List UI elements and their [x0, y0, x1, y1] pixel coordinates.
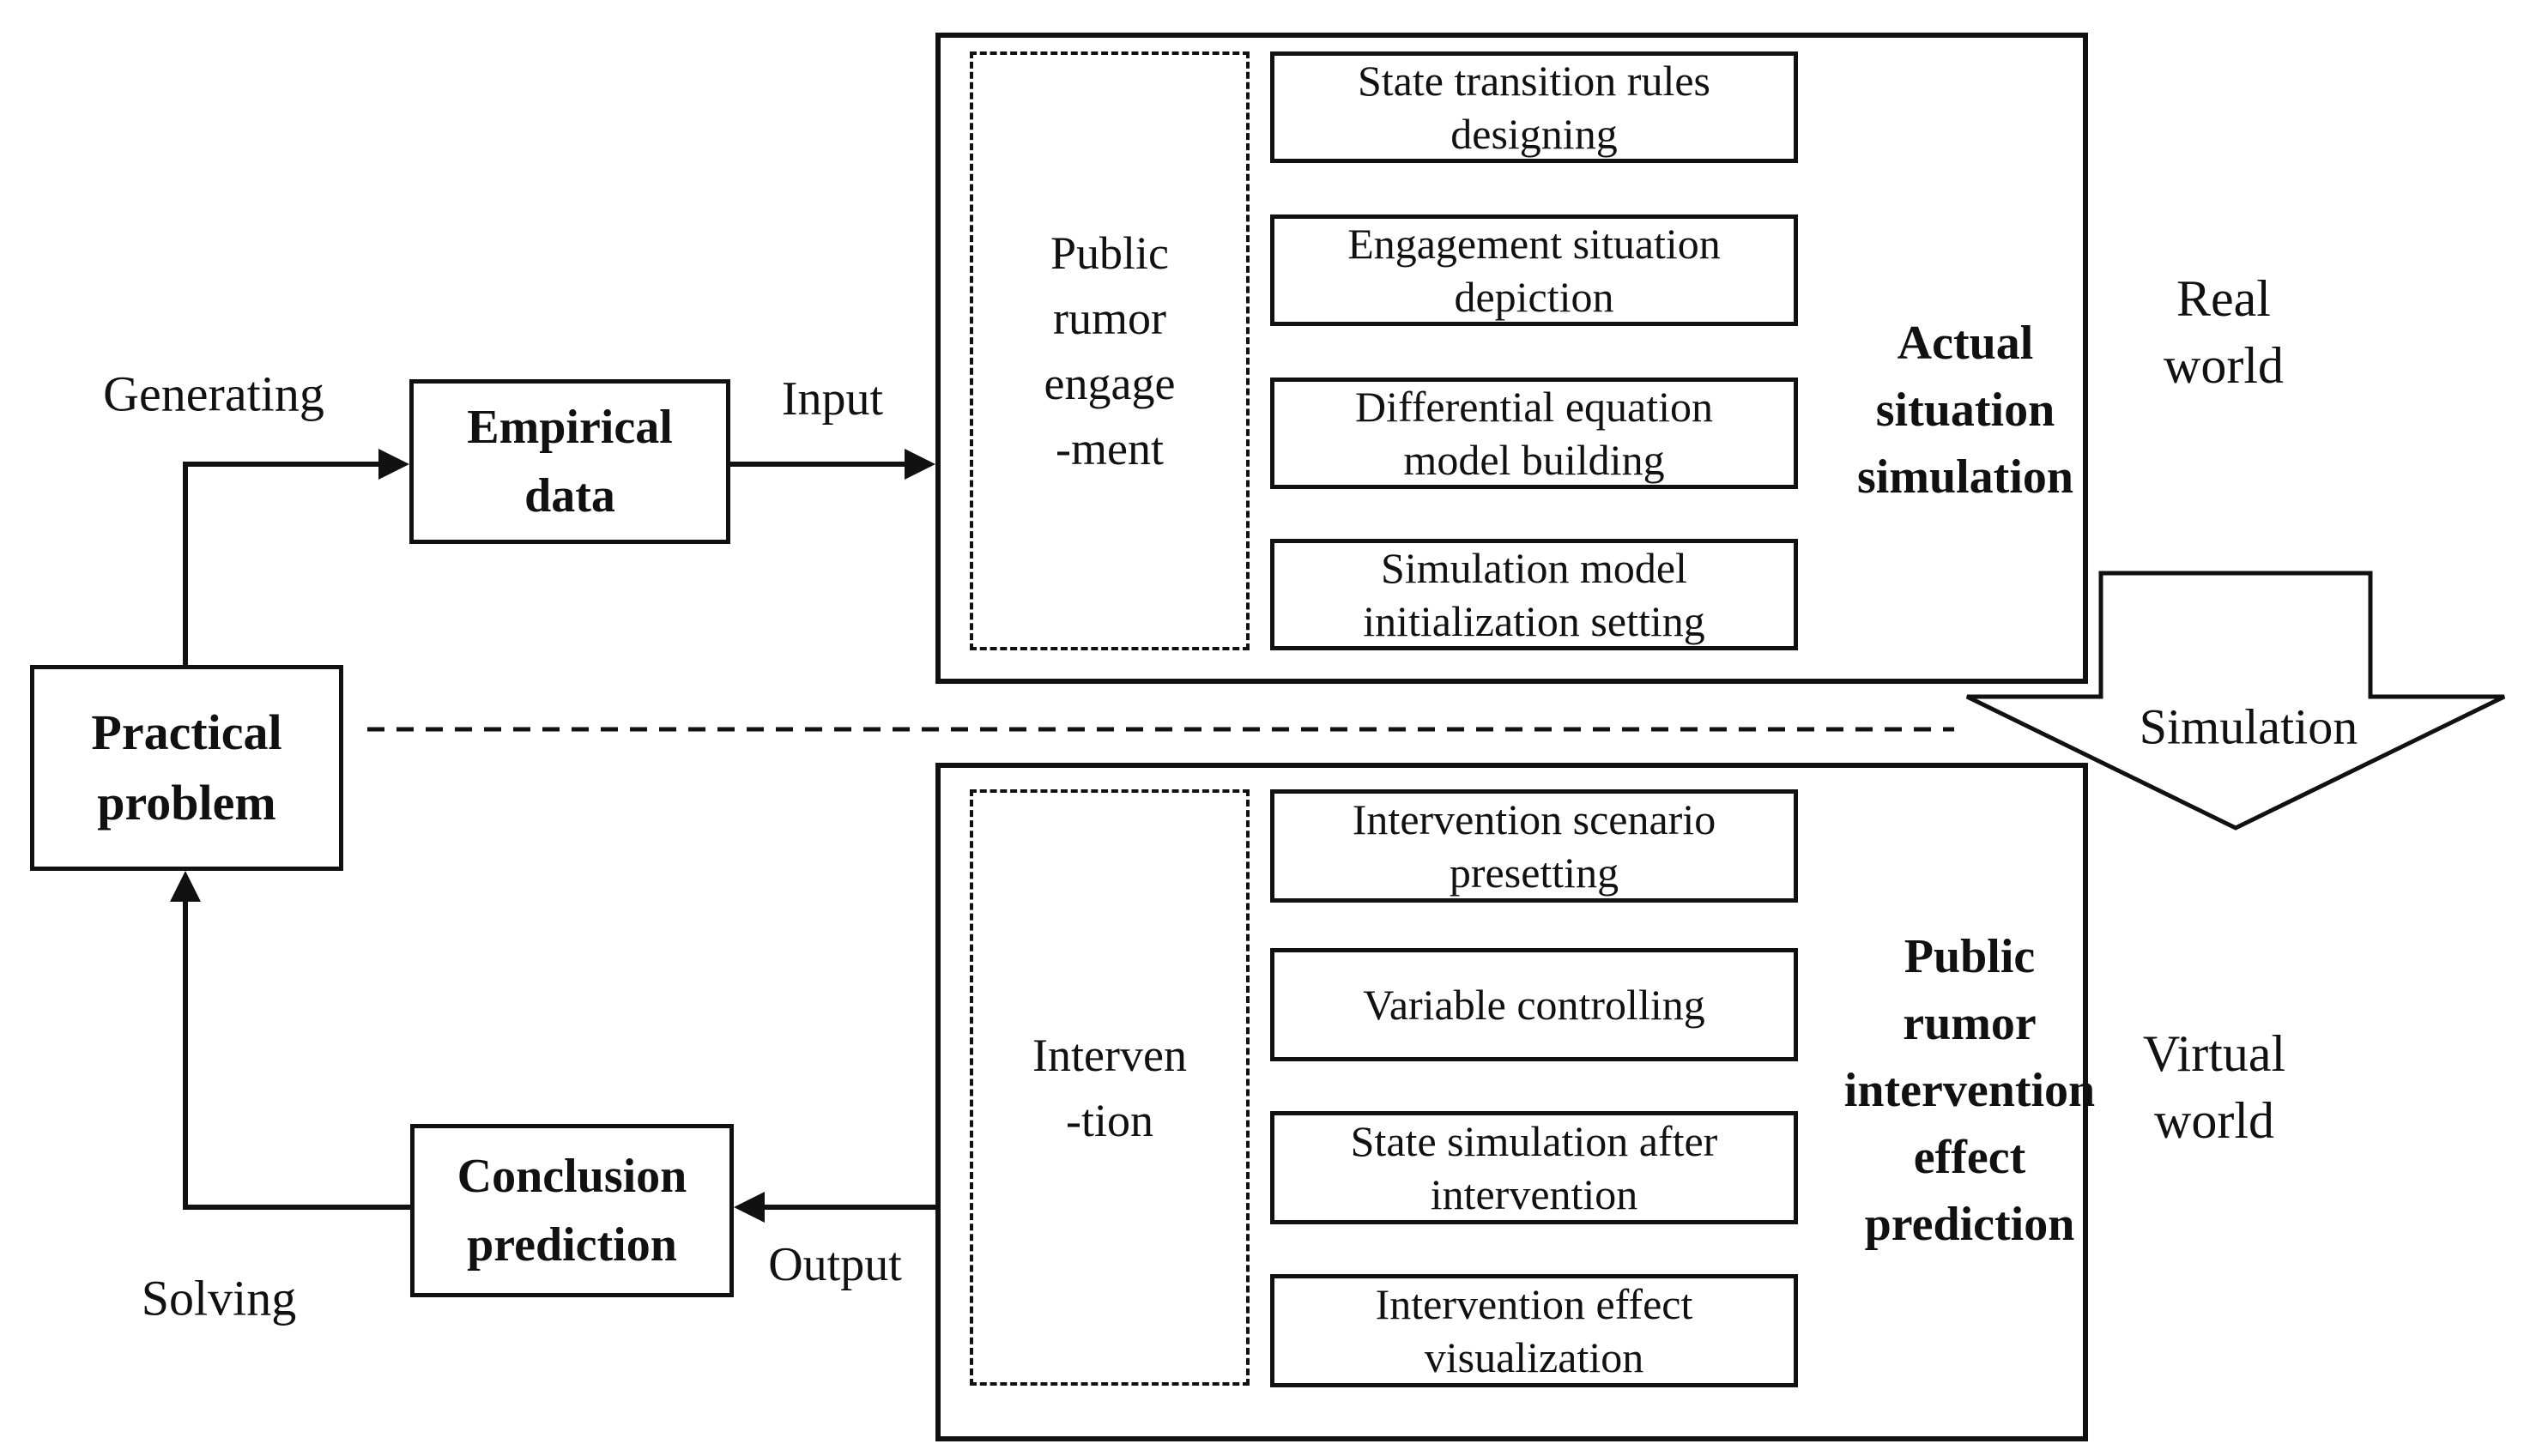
actual-situation-caption: Actual situation simulation [1856, 317, 2074, 504]
intervention-group: Interven -tion [970, 789, 1250, 1386]
bottom-step-variable-controlling: Variable controlling [1270, 948, 1798, 1061]
conclusion-prediction-node: Conclusion prediction [410, 1124, 734, 1297]
top-step-engagement-depiction: Engagement situation depiction [1270, 214, 1798, 326]
intervention-effect-caption: Public rumor intervention effect predict… [1843, 930, 2096, 1251]
bottom-step-scenario-presetting: Intervention scenario presetting [1270, 789, 1798, 903]
output-arrowhead [734, 1192, 765, 1223]
solving-arrow-line [183, 897, 410, 1210]
simulation-block-arrow [1965, 571, 2506, 831]
simulation-label: Simulation [2139, 698, 2358, 755]
input-arrowhead [905, 449, 935, 480]
input-label: Input [781, 372, 884, 426]
generating-arrowhead [378, 449, 409, 480]
bottom-step-state-simulation: State simulation after intervention [1270, 1111, 1798, 1224]
real-world-label: Real world [2164, 270, 2284, 394]
empirical-data-node: Empirical data [409, 379, 730, 544]
generating-arrow-line [183, 462, 382, 665]
top-step-state-transition: State transition rules designing [1270, 51, 1798, 163]
solving-label: Solving [141, 1270, 297, 1326]
output-label: Output [768, 1238, 902, 1292]
bottom-step-effect-visualization: Intervention effect visualization [1270, 1274, 1798, 1387]
top-step-simulation-initialization: Simulation model initialization setting [1270, 539, 1798, 650]
generating-label: Generating [103, 366, 324, 422]
top-step-differential-equation: Differential equation model building [1270, 378, 1798, 489]
virtual-world-label: Virtual world [2142, 1025, 2286, 1149]
public-rumor-engagement-group: Public rumor engage -ment [970, 51, 1250, 650]
actual-situation-panel [935, 33, 2088, 684]
practical-problem-node: Practical problem [30, 665, 343, 871]
solving-arrowhead [170, 871, 201, 902]
intervention-panel [935, 763, 2088, 1441]
